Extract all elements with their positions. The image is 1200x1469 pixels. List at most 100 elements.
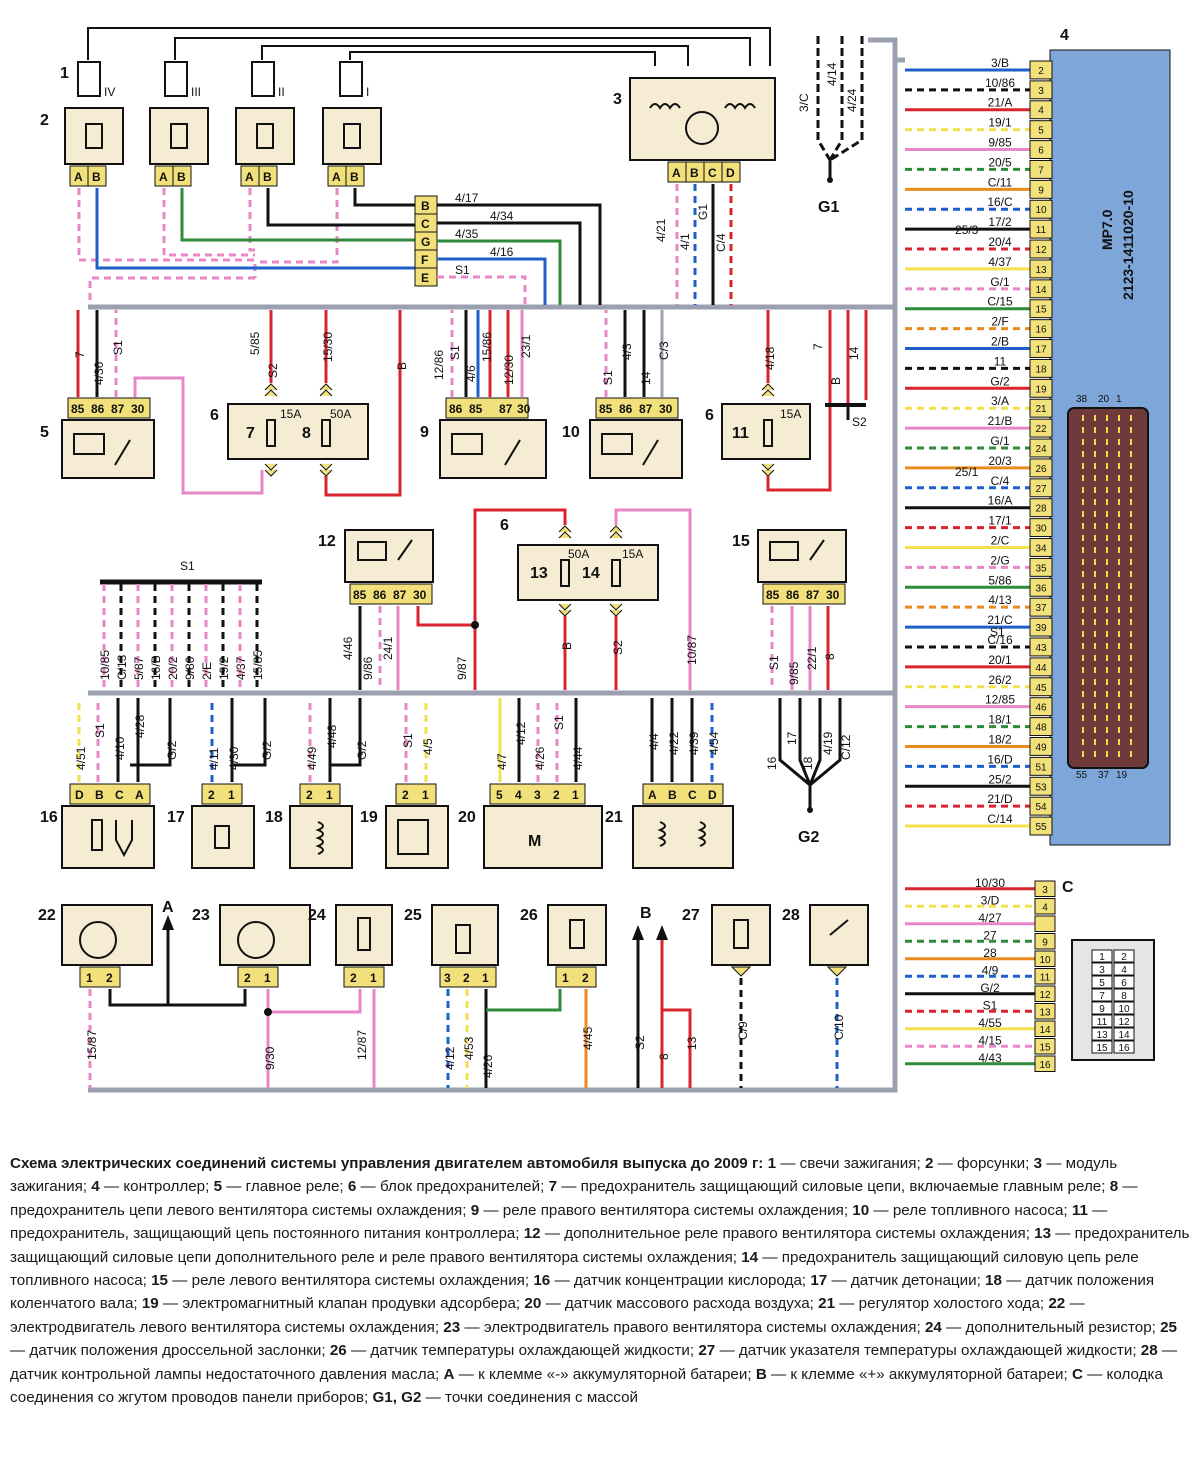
svg-text:C/12: C/12 xyxy=(839,734,853,760)
connector-c-pin: 310/30 xyxy=(905,876,1056,897)
svg-text:S1: S1 xyxy=(180,559,195,573)
svg-text:4/24: 4/24 xyxy=(845,88,859,112)
connector-c-pin: 4/27 xyxy=(905,911,1056,932)
svg-text:25/3: 25/3 xyxy=(955,223,979,237)
ecu-wire-label: 2/B xyxy=(991,335,1009,349)
svg-text:E: E xyxy=(421,271,429,285)
connector-c-pin: 12G/2 xyxy=(905,981,1056,1002)
component-6b-label: 6 xyxy=(705,407,714,424)
ecu-pin-number: 37 xyxy=(1035,603,1047,614)
fuse-7-label: 7 xyxy=(246,425,255,442)
svg-text:3: 3 xyxy=(444,971,451,985)
ecu-pin: 162/F xyxy=(905,315,1053,339)
ecu-wire-label: 9/85 xyxy=(988,136,1012,150)
fuse-block-6b: 6 11 15A 4/18 7 B 14 S2 xyxy=(705,310,868,492)
connector-c-pin: 164/43 xyxy=(905,1051,1056,1072)
throttle-position-sensor: 25 3 2 1 4/12 4/53 4/26 xyxy=(404,904,562,1088)
svg-text:S1: S1 xyxy=(990,625,1005,639)
ecu-wire-label: 20/4 xyxy=(988,235,1012,249)
ecu-wire-label: 4/37 xyxy=(988,255,1012,269)
s1-wire-label: 5/87 xyxy=(132,656,146,680)
svg-text:2: 2 xyxy=(350,971,357,985)
ecu-pin-number: 48 xyxy=(1035,723,1047,734)
ecu-wire-label: 12/85 xyxy=(985,693,1015,707)
ecu-pin-number: 26 xyxy=(1035,464,1047,475)
caption-item: 18 — датчик положения коленчатого вала; xyxy=(10,1272,1155,1313)
svg-text:87: 87 xyxy=(639,402,653,416)
caption-item: 8 — предохранитель цепи левого вентилято… xyxy=(10,1178,1138,1219)
ecu-wire-label: 3/B xyxy=(991,56,1009,70)
caption-item: C — колодка соединения со жгутом проводо… xyxy=(10,1365,1163,1407)
connector-c-pin-number: 12 xyxy=(1039,990,1051,1001)
svg-text:87: 87 xyxy=(806,588,820,602)
ecu-pin-number: 24 xyxy=(1035,444,1047,455)
caption-item: 25 — датчик положения дроссельной заслон… xyxy=(10,1318,1177,1360)
svg-text:3: 3 xyxy=(534,788,541,802)
s1-wire-label: 19/2 xyxy=(217,656,231,680)
harness-bus xyxy=(88,37,905,1093)
connector-c-pin-list: 310/3043/D4/279271028114/912G/213S1144/5… xyxy=(905,876,1056,1072)
svg-text:B: B xyxy=(690,166,699,180)
ecu-pin: 69/85 xyxy=(905,136,1053,159)
caption-item: 12 — дополнительное реле правого вентиля… xyxy=(523,1225,1035,1243)
connector-c-pin: 43/D xyxy=(905,893,1056,915)
svg-text:15A: 15A xyxy=(280,407,301,421)
s1-wire-label: 9/86 xyxy=(183,656,197,680)
svg-text:4/22: 4/22 xyxy=(667,731,681,755)
component-5-label: 5 xyxy=(40,424,49,441)
ecu-pin-number: 30 xyxy=(1035,524,1047,535)
svg-text:23/1: 23/1 xyxy=(519,334,533,358)
connector-c-cell: 5 xyxy=(1099,978,1105,989)
ecu-pin-number: 12 xyxy=(1035,245,1047,256)
ecu-pin-number: 34 xyxy=(1035,543,1047,554)
ecu-wire-label: C/11 xyxy=(988,175,1013,189)
component-9-label: 9 xyxy=(420,424,429,441)
svg-text:4/1: 4/1 xyxy=(678,233,692,250)
svg-text:4/49: 4/49 xyxy=(305,746,319,770)
ecu-pin-number: 44 xyxy=(1035,663,1047,674)
ecu-pin: 43C/16 xyxy=(905,633,1053,657)
connector-c-pin: 154/15 xyxy=(905,1033,1056,1055)
svg-text:G/2: G/2 xyxy=(165,740,179,760)
svg-text:86: 86 xyxy=(91,402,105,416)
ecu-pin: 27C/4 xyxy=(905,474,1053,498)
ecu-pin: 55C/14 xyxy=(905,812,1053,836)
ecu-controller: 4 MP7.0 2123-1411020-10 38 20 1 55 37 19… xyxy=(905,27,1171,846)
svg-text:20: 20 xyxy=(1098,394,1110,405)
svg-text:C: C xyxy=(708,166,717,180)
component-4-label: 4 xyxy=(1060,27,1069,44)
svg-text:A: A xyxy=(74,170,83,184)
svg-text:4/7: 4/7 xyxy=(495,753,509,770)
ecu-pin-number: 53 xyxy=(1035,782,1047,793)
svg-text:55: 55 xyxy=(1076,770,1088,781)
connector-c-pin-number: 3 xyxy=(1042,885,1048,896)
ecu-pin-number: 7 xyxy=(1038,165,1044,176)
svg-text:B: B xyxy=(560,642,574,650)
ecu-pin-number: 9 xyxy=(1038,185,1044,196)
ecu-pin-number: 21 xyxy=(1035,404,1047,415)
caption-item: 21 — регулятор холостого хода; xyxy=(818,1295,1049,1313)
ecu-pin: 213/A xyxy=(905,394,1053,418)
ecu-pin: 374/13 xyxy=(905,593,1053,617)
svg-text:B: B xyxy=(395,362,409,370)
ecu-pin: 12 20/4 xyxy=(905,235,1053,259)
component-28-label: 28 xyxy=(782,907,800,924)
ecu-pin-number: 55 xyxy=(1035,822,1047,833)
svg-text:D: D xyxy=(726,166,735,180)
svg-text:A: A xyxy=(648,788,657,802)
ecu-pin-number: 3 xyxy=(1038,86,1044,97)
